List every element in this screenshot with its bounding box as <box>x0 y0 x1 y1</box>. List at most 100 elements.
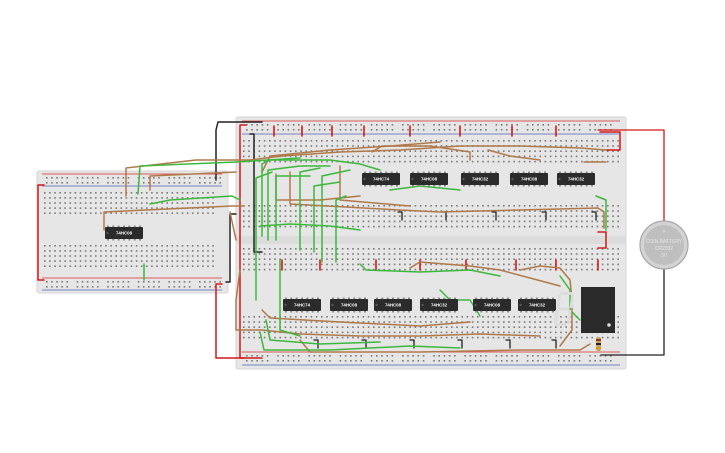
ic-pin <box>301 310 303 313</box>
green-wire[interactable] <box>359 263 501 277</box>
ic-chip[interactable]: 74HC32 <box>557 171 595 187</box>
hole <box>289 210 292 212</box>
green-wire[interactable] <box>321 169 351 263</box>
hole <box>105 197 107 199</box>
ic-chip[interactable]: 74HC74 <box>283 297 321 313</box>
hole <box>74 202 77 204</box>
ic-chip[interactable]: 74HC08 <box>105 225 143 241</box>
ic-chip[interactable]: 74HC32 <box>420 297 458 313</box>
ic-chip[interactable]: 74HC32 <box>461 171 499 187</box>
ground-jumper[interactable] <box>409 339 415 349</box>
green-wire[interactable] <box>559 275 581 321</box>
hole <box>243 316 245 318</box>
hole <box>513 316 515 318</box>
hole <box>166 192 168 194</box>
ground-jumper[interactable] <box>361 339 367 349</box>
battery-positive-wire[interactable] <box>597 129 665 222</box>
ic-chip[interactable]: 74HC08 <box>473 297 511 313</box>
brown-wire[interactable] <box>149 171 237 191</box>
right-power-jumper[interactable] <box>597 231 607 249</box>
ic-chip[interactable]: 74HC08 <box>330 297 368 313</box>
hole <box>357 145 359 147</box>
ic-chip[interactable]: 74HC32 <box>518 297 556 313</box>
rail-hole <box>219 286 221 288</box>
green-wire[interactable] <box>275 175 311 241</box>
ground-jumper[interactable] <box>313 339 319 349</box>
green-wire[interactable] <box>265 319 381 345</box>
hole <box>357 331 359 334</box>
brown-wire[interactable] <box>487 149 541 161</box>
main-ground-bridge-wire[interactable] <box>249 133 263 253</box>
coin-battery[interactable]: + COIN BATTERY CR2032 3V <box>639 220 689 270</box>
left-ground-return-wire[interactable] <box>225 213 237 283</box>
resistor[interactable] <box>596 337 601 351</box>
ic-body <box>557 173 595 185</box>
ic-chip[interactable]: 74HC08 <box>510 171 548 187</box>
rail-hole <box>474 360 477 362</box>
green-wire[interactable] <box>149 195 241 205</box>
brown-wire[interactable] <box>339 165 411 207</box>
battery-negative-wire[interactable] <box>600 268 665 356</box>
hole <box>352 253 354 255</box>
green-wire[interactable] <box>389 185 461 191</box>
brown-wire[interactable] <box>261 309 471 327</box>
wires[interactable] <box>37 121 665 359</box>
ground-jumper[interactable] <box>505 339 511 349</box>
ic-chip[interactable]: 74HC08 <box>374 297 412 313</box>
brown-wire[interactable] <box>235 269 541 337</box>
left-bottom-power-wire[interactable] <box>215 283 263 359</box>
rail-hole <box>81 182 84 184</box>
rail-hole <box>329 124 331 126</box>
ic-pin <box>376 310 378 313</box>
ground-jumper[interactable] <box>551 339 557 349</box>
hole <box>64 250 66 252</box>
rail-hole <box>168 182 170 184</box>
hole <box>508 140 510 142</box>
green-wire[interactable] <box>335 195 347 263</box>
ground-jumper[interactable] <box>591 211 597 221</box>
rail-hole <box>209 177 211 179</box>
brown-wire[interactable] <box>519 265 573 347</box>
hole <box>477 321 479 323</box>
brown-wire[interactable] <box>409 261 561 287</box>
left-power-wire[interactable] <box>37 184 45 281</box>
brown-wire[interactable] <box>371 145 471 161</box>
hole <box>445 155 448 158</box>
seven-segment-display[interactable] <box>553 287 615 333</box>
ground-jumper[interactable] <box>491 211 497 221</box>
left-ground-wire[interactable] <box>215 121 263 181</box>
hole <box>300 215 302 217</box>
green-wire[interactable] <box>259 223 361 231</box>
green-wire[interactable] <box>259 331 461 351</box>
brown-wire[interactable] <box>125 145 607 197</box>
hole <box>135 192 138 194</box>
ic-chip[interactable]: 74HC08 <box>410 171 448 187</box>
hole <box>49 202 51 204</box>
ground-jumper[interactable] <box>457 339 463 349</box>
hole <box>388 253 391 255</box>
hole <box>492 205 495 207</box>
ic-pin <box>337 310 340 313</box>
ic-pin <box>512 184 514 187</box>
rail-hole <box>355 124 357 126</box>
top-right-power-wire[interactable] <box>599 131 621 151</box>
ground-jumper[interactable] <box>541 211 547 221</box>
ic-pin <box>569 171 572 174</box>
brown-wire[interactable] <box>289 171 605 229</box>
rail-hole <box>391 124 394 126</box>
green-wire[interactable] <box>137 157 301 195</box>
green-wire[interactable] <box>267 165 331 241</box>
ic-chip[interactable]: 74HC74 <box>362 171 400 187</box>
brown-wire[interactable] <box>229 211 237 241</box>
hole <box>253 331 255 334</box>
green-wire[interactable] <box>279 259 301 337</box>
rail-hole <box>251 360 253 362</box>
green-wire[interactable] <box>313 181 341 253</box>
main-rail-bridge-wire[interactable] <box>239 124 247 359</box>
green-wire[interactable] <box>255 171 273 301</box>
brown-wire[interactable] <box>103 205 245 231</box>
hole <box>258 253 261 255</box>
green-wire[interactable] <box>595 195 607 231</box>
hole <box>315 253 318 255</box>
ground-jumper[interactable] <box>397 211 403 221</box>
